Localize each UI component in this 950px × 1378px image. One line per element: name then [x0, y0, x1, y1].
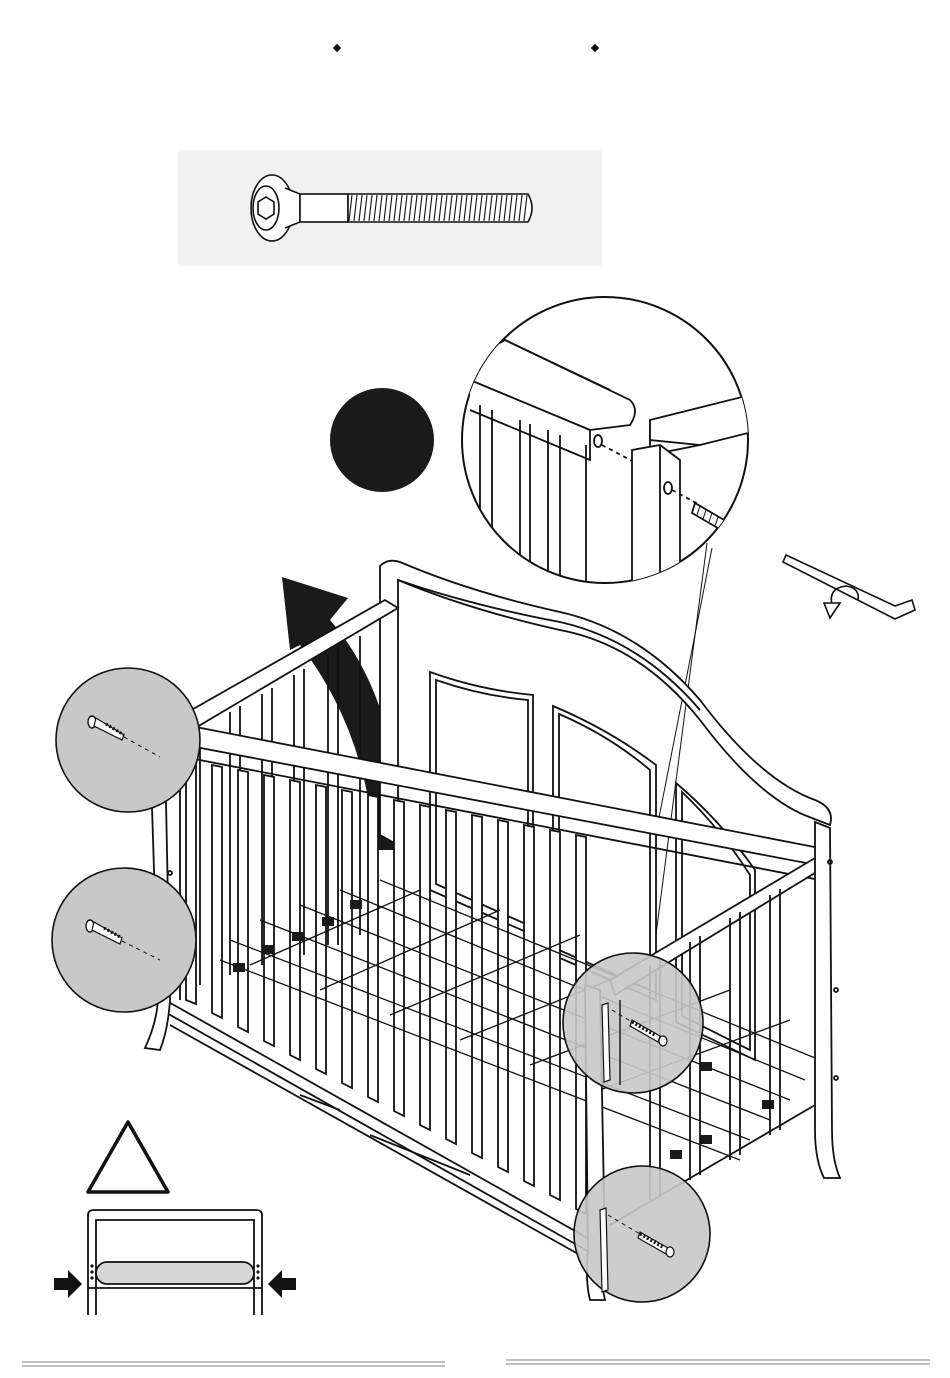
- arrow-left-icon: [268, 1270, 296, 1298]
- crib-assembly-illustration: [145, 561, 840, 1300]
- hardware-bolt-panel: [178, 150, 602, 266]
- arrow-right-icon: [54, 1270, 82, 1298]
- footer-rules: [22, 1360, 930, 1366]
- mattress-support-warning: [54, 1122, 296, 1315]
- bolt-callout-lower-left: [52, 868, 196, 1012]
- bolt-callout-right-upper: [563, 953, 703, 1093]
- bolt-callout-upper-left: [56, 668, 200, 812]
- warning-triangle-icon: [88, 1122, 168, 1192]
- step-number-badge-icon: [330, 388, 434, 492]
- bolt-callout-right-lower: [574, 1166, 710, 1302]
